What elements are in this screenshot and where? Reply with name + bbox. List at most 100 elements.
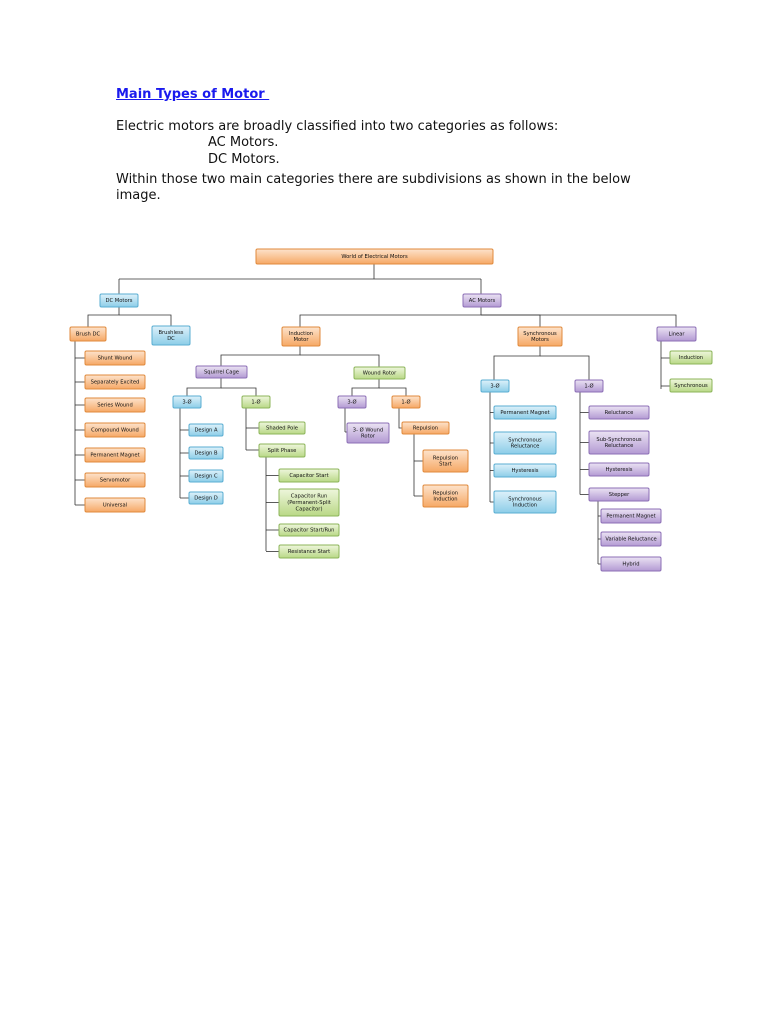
connector-line bbox=[540, 355, 590, 380]
node-sync-1ph-label: 1-Ø bbox=[584, 383, 593, 390]
node-sync-1ph-type-0-label: Reluctance bbox=[605, 410, 634, 416]
node-split-phase-type-2-label: Capacitor Start/Run bbox=[284, 528, 335, 534]
node-wr-1ph: 1-Ø bbox=[391, 395, 421, 409]
node-sync-1ph-type-2: Hysteresis bbox=[588, 462, 650, 477]
node-squirrel-cage-label: Squirrel Cage bbox=[204, 370, 239, 376]
node-split-phase-type-3-label: Resistance Start bbox=[288, 549, 330, 555]
subdivision-line-1: Within those two main categories there a… bbox=[116, 172, 631, 187]
node-sync-3ph-label: 3-Ø bbox=[490, 383, 499, 390]
node-brush-dc-type-3-label: Compound Wound bbox=[91, 428, 139, 434]
node-brush-dc-type-4-label: Permanent Magnet bbox=[90, 453, 139, 459]
node-brush-dc-type-5: Servomotor bbox=[84, 472, 146, 488]
node-sync-3ph-type-0: Permanent Magnet bbox=[493, 405, 557, 420]
node-brush-dc-type-1-label: Separately Excited bbox=[91, 380, 140, 386]
category-ac: AC Motors. bbox=[208, 135, 279, 150]
node-root: World of Electrical Motors bbox=[255, 248, 494, 265]
connector-line bbox=[299, 307, 482, 327]
node-brush-dc-type-3: Compound Wound bbox=[84, 422, 146, 438]
node-dc-motors-label: DC Motors bbox=[106, 298, 133, 304]
node-sync-3ph: 3-Ø bbox=[480, 379, 510, 393]
node-sync-3ph-type-2-label: Hysteresis bbox=[512, 468, 539, 474]
node-stepper-type-0-label: Permanent Magnet bbox=[606, 514, 655, 520]
node-brush-dc-type-0: Shunt Wound bbox=[84, 350, 146, 366]
node-design-2: Design C bbox=[188, 469, 224, 483]
node-repulsion-induction-label: Induction bbox=[433, 497, 457, 503]
node-sync-3ph-type-1-label: Synchronous bbox=[508, 437, 542, 443]
node-design-0-label: Design A bbox=[194, 428, 218, 434]
node-design-0: Design A bbox=[188, 423, 224, 437]
node-brush-dc-type-2-label: Series Wound bbox=[97, 403, 132, 409]
node-design-3: Design D bbox=[188, 491, 224, 505]
node-wr-3ph: 3-Ø bbox=[337, 395, 367, 409]
page-heading[interactable]: Main Types of Motor bbox=[116, 87, 270, 102]
node-shaded-pole-label: Shaded Pole bbox=[266, 426, 298, 432]
category-dc: DC Motors. bbox=[208, 152, 280, 167]
node-design-1-label: Design B bbox=[194, 451, 218, 457]
connector-line bbox=[220, 346, 301, 366]
connector-line bbox=[186, 378, 222, 396]
node-induction-motor-label: Motor bbox=[294, 337, 310, 343]
node-dc-motors: DC Motors bbox=[99, 293, 139, 308]
node-stepper-type-1-label: Variable Reluctance bbox=[605, 537, 656, 543]
node-split-phase: Split Phase bbox=[258, 443, 306, 458]
node-repulsion-label: Repulsion bbox=[413, 426, 438, 432]
node-sync-3ph-type-2: Hysteresis bbox=[493, 463, 557, 478]
node-split-phase-type-3: Resistance Start bbox=[278, 544, 340, 559]
node-brush-dc-type-5-label: Servomotor bbox=[100, 478, 131, 484]
connector-line bbox=[119, 314, 172, 326]
node-sc-1ph: 1-Ø bbox=[241, 395, 271, 409]
node-sync-3ph-type-3-label: Synchronous bbox=[508, 496, 542, 502]
node-wr-3ph-label: 3-Ø bbox=[347, 399, 356, 406]
node-wr-3ph-wound-rotor-label: 3- Ø Wound bbox=[353, 426, 383, 433]
connector-line bbox=[398, 408, 402, 429]
connector-line bbox=[300, 354, 380, 367]
node-linear-induction-label: Induction bbox=[679, 355, 703, 361]
node-ac-motors-label: AC Motors bbox=[469, 298, 496, 304]
node-linear-label: Linear bbox=[668, 332, 685, 338]
connector-line bbox=[221, 387, 257, 396]
node-linear-synchronous: Synchronous bbox=[669, 378, 713, 393]
node-repulsion-start-label: Repulsion bbox=[433, 455, 458, 461]
node-brush-dc: Brush DC bbox=[69, 326, 107, 342]
connector-line bbox=[351, 379, 380, 396]
node-brushless-dc-label: Brushless bbox=[158, 330, 183, 336]
node-brush-dc-type-6: Universal bbox=[84, 497, 146, 513]
node-synchronous-motors-label: Synchronous bbox=[523, 331, 557, 337]
node-split-phase-type-0-label: Capacitor Start bbox=[289, 473, 328, 479]
connector-line bbox=[87, 307, 120, 328]
node-repulsion-induction-label: Repulsion bbox=[433, 490, 458, 496]
node-split-phase-type-0: Capacitor Start bbox=[278, 468, 340, 483]
node-squirrel-cage: Squirrel Cage bbox=[195, 365, 248, 379]
node-design-1: Design B bbox=[188, 446, 224, 460]
node-wound-rotor-label: Wound Rotor bbox=[363, 371, 397, 377]
node-stepper-type-0: Permanent Magnet bbox=[600, 508, 662, 524]
node-stepper-type-2: Hybrid bbox=[600, 556, 662, 572]
node-wound-rotor: Wound Rotor bbox=[353, 366, 406, 380]
node-shaded-pole: Shaded Pole bbox=[258, 421, 306, 435]
connector-line bbox=[481, 314, 677, 327]
node-repulsion-start-label: Start bbox=[439, 462, 452, 468]
node-synchronous-motors-label: Motors bbox=[531, 337, 549, 343]
node-brush-dc-type-1: Separately Excited bbox=[84, 374, 146, 390]
node-root-label: World of Electrical Motors bbox=[341, 254, 408, 260]
node-linear-induction: Induction bbox=[669, 350, 713, 365]
node-sync-1ph-type-1-label: Reluctance bbox=[605, 443, 634, 449]
node-sc-3ph-label: 3-Ø bbox=[182, 399, 191, 406]
node-brush-dc-type-2: Series Wound bbox=[84, 397, 146, 413]
node-linear: Linear bbox=[656, 326, 697, 342]
node-design-2-label: Design C bbox=[194, 474, 218, 480]
node-brush-dc-type-0-label: Shunt Wound bbox=[98, 356, 133, 362]
node-brushless-dc-label: DC bbox=[167, 336, 175, 342]
node-sync-1ph: 1-Ø bbox=[574, 379, 604, 393]
node-sc-3ph: 3-Ø bbox=[172, 395, 202, 409]
